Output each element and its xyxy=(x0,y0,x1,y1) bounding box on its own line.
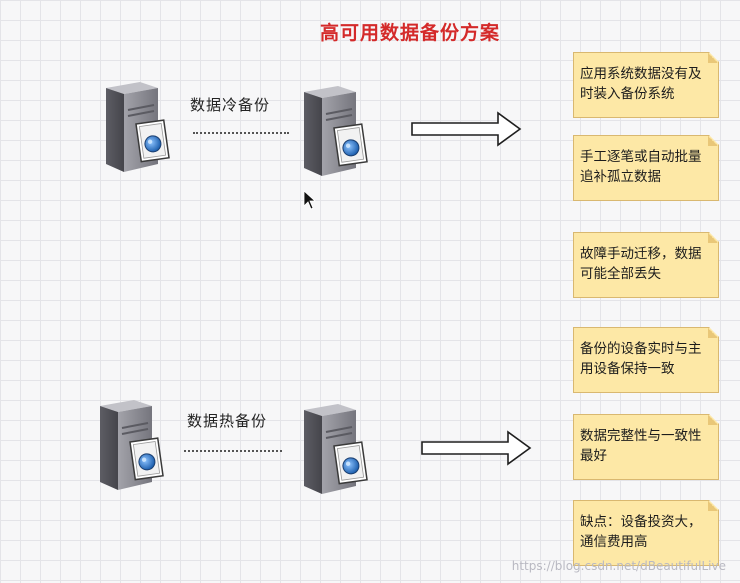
note-fold xyxy=(708,136,718,146)
note-text: 故障手动迁移，数据可能全部丢失 xyxy=(580,246,702,282)
connection-line xyxy=(193,132,289,134)
note-fold xyxy=(708,415,718,425)
cold-backup-label: 数据冷备份 xyxy=(190,96,271,114)
note-fold xyxy=(708,328,718,338)
note-hot-2: 数据完整性与一致性最好 xyxy=(573,414,719,480)
note-fold xyxy=(708,233,718,243)
server-icon xyxy=(298,84,370,184)
note-cold-3: 故障手动迁移，数据可能全部丢失 xyxy=(573,232,719,298)
note-hot-1: 备份的设备实时与主用设备保持一致 xyxy=(573,327,719,393)
mouse-cursor-icon xyxy=(303,190,317,210)
watermark: https://blog.csdn.net/dBeautifulLive xyxy=(511,559,726,573)
note-fold xyxy=(708,53,718,63)
hot-backup-label: 数据热备份 xyxy=(187,412,268,430)
note-text: 数据完整性与一致性最好 xyxy=(580,428,702,464)
arrow-right-icon xyxy=(420,430,532,466)
server-icon xyxy=(94,398,166,498)
connection-line xyxy=(184,450,282,452)
arrow-right-icon xyxy=(410,111,522,147)
note-text: 缺点：设备投资大，通信费用高 xyxy=(580,514,702,550)
note-hot-3: 缺点：设备投资大，通信费用高 xyxy=(573,500,719,566)
server-icon xyxy=(100,80,172,180)
note-text: 应用系统数据没有及时装入备份系统 xyxy=(580,66,702,102)
diagram-title: 高可用数据备份方案 xyxy=(319,22,500,44)
note-cold-1: 应用系统数据没有及时装入备份系统 xyxy=(573,52,719,118)
note-text: 备份的设备实时与主用设备保持一致 xyxy=(580,341,702,377)
note-fold xyxy=(708,501,718,511)
server-icon xyxy=(298,402,370,502)
note-text: 手工逐笔或自动批量追补孤立数据 xyxy=(580,149,702,185)
note-cold-2: 手工逐笔或自动批量追补孤立数据 xyxy=(573,135,719,201)
